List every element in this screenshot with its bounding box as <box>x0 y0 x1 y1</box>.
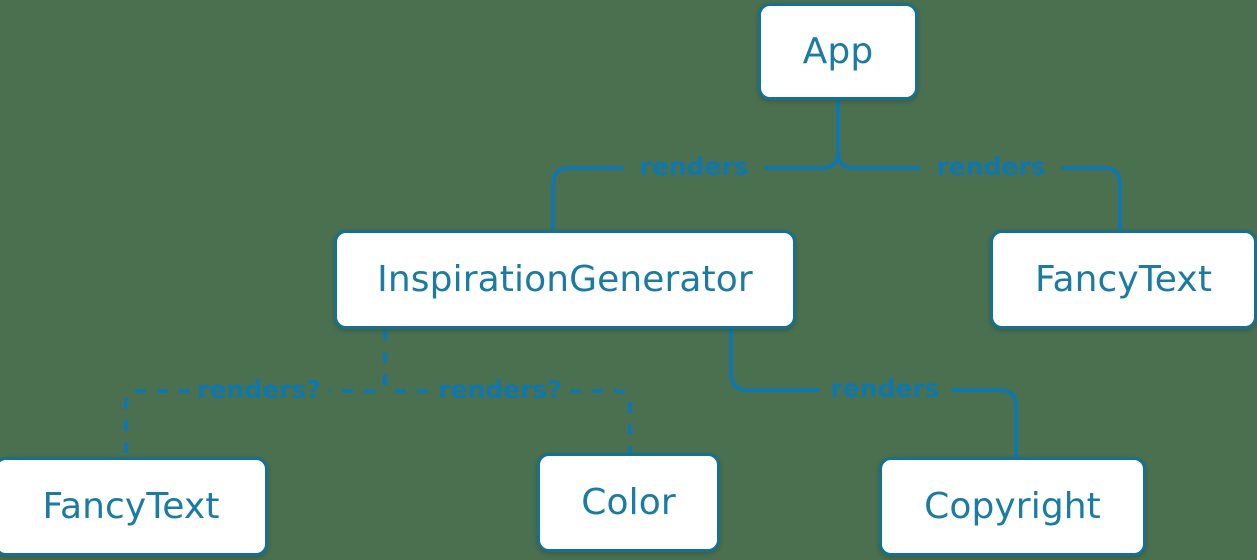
node-label-copyright: Copyright <box>924 485 1101 527</box>
edge-label-app-to-inspirationgenerator: renders <box>639 152 748 181</box>
node-color[interactable]: Color <box>537 453 720 552</box>
node-label-inspgen: InspirationGenerator <box>377 258 753 300</box>
node-label-color: Color <box>581 481 676 523</box>
node-fancytop[interactable]: FancyText <box>990 230 1257 329</box>
node-label-app: App <box>802 30 874 72</box>
node-inspgen[interactable]: InspirationGenerator <box>334 230 796 329</box>
edge-label-app-to-fancytext-top: renders <box>936 152 1045 181</box>
edge-inspirationgenerator-to-color <box>383 330 632 453</box>
edge-label-inspirationgenerator-to-copyright: renders <box>830 374 939 403</box>
edge-inspirationgenerator-to-copyright <box>729 328 1018 459</box>
edge-labels-group: renders renders renders? renders? renders <box>197 152 1045 404</box>
node-fancybottom[interactable]: FancyText <box>0 457 268 556</box>
edge-app-to-fancytext-top <box>836 98 1122 232</box>
node-label-fancybottom: FancyText <box>42 485 220 527</box>
edge-label-inspirationgenerator-to-color: renders? <box>438 375 562 404</box>
edge-label-inspirationgenerator-to-fancytext-bottom: renders? <box>197 375 321 404</box>
node-label-fancytop: FancyText <box>1034 258 1213 300</box>
edges-group <box>124 98 1122 459</box>
node-copyright[interactable]: Copyright <box>879 457 1146 556</box>
node-app[interactable]: App <box>758 3 918 100</box>
